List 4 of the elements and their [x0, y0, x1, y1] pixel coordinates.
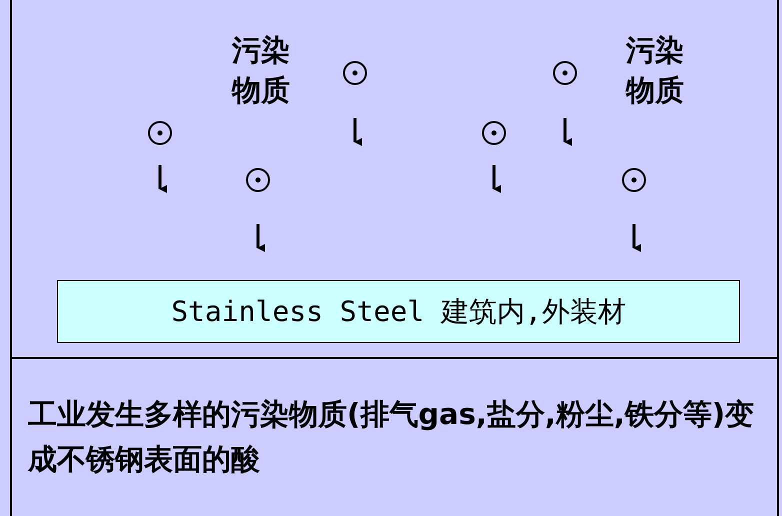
pollutant-label: 污染物质: [230, 32, 291, 109]
pollutant-label: 污染物质: [624, 32, 685, 109]
caption: 工业发生多样的污染物质(排气gas,盐分,粉尘,铁分等)变成不锈钢表面的酸: [28, 396, 756, 478]
material-box: Stainless Steel 建筑内,外装材: [57, 280, 740, 343]
